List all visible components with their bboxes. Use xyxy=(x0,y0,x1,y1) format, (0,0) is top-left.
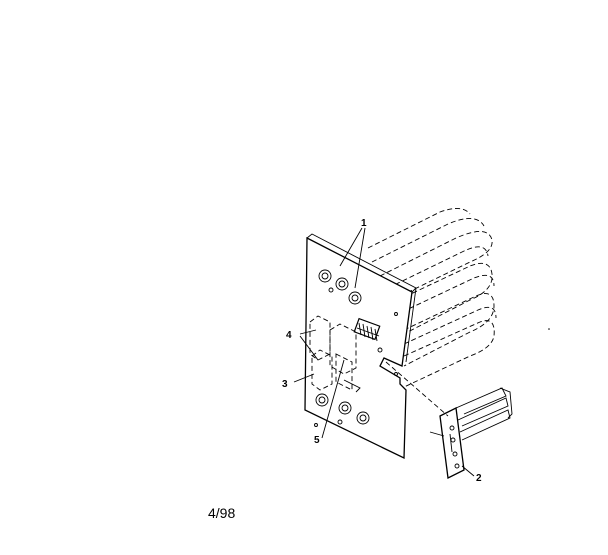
callout-3: 3 xyxy=(282,379,288,390)
revision-date: 4/98 xyxy=(208,505,236,521)
terminal-studs xyxy=(314,269,398,427)
callout-1: 1 xyxy=(361,218,367,229)
heating-coils xyxy=(367,208,497,389)
callout-5: 5 xyxy=(314,435,320,446)
side-bracket xyxy=(385,361,513,479)
stray-mark xyxy=(548,328,550,330)
terminal-block xyxy=(353,317,381,342)
callout-2: 2 xyxy=(476,473,482,484)
leader-lines xyxy=(293,227,475,477)
limit-switches xyxy=(309,315,361,393)
callout-4: 4 xyxy=(286,330,292,341)
